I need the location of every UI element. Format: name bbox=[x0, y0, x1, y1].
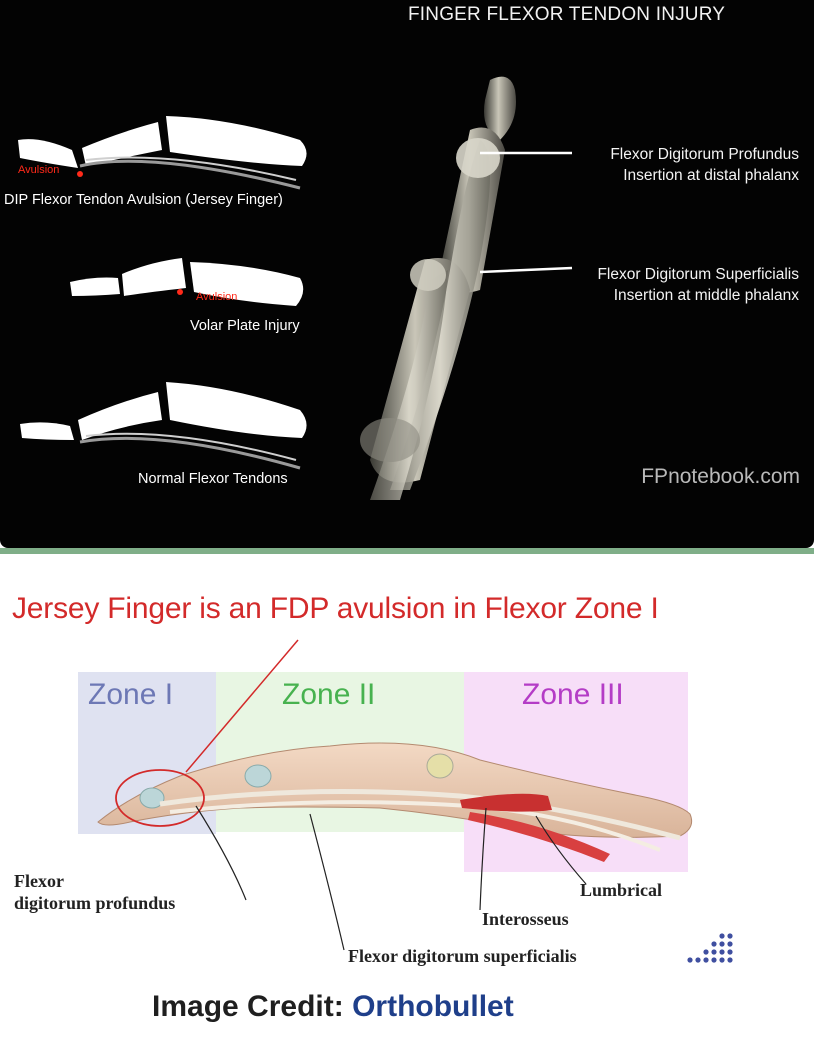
fds-callout-title: Flexor Digitorum Superficialis bbox=[597, 266, 799, 283]
image-credit-brand: Orthobullet bbox=[352, 990, 514, 1023]
fds-callout: Flexor Digitorum Superficialis Insertion… bbox=[597, 264, 799, 306]
avulsion-marker-2: Avulsion bbox=[196, 291, 238, 303]
zone-3-label: Zone III bbox=[522, 678, 624, 711]
fpnotebook-watermark: FPnotebook.com bbox=[641, 465, 800, 488]
panel-divider bbox=[0, 548, 814, 554]
zone-1-label: Zone I bbox=[88, 678, 174, 711]
finger-bone-diagrams bbox=[18, 116, 307, 470]
image-credit-prefix: Image Credit: bbox=[152, 990, 344, 1023]
fdp-callout: Flexor Digitorum Profundus Insertion at … bbox=[610, 144, 799, 186]
panel-title: FINGER FLEXOR TENDON INJURY bbox=[408, 4, 726, 25]
fdp-callout-subtitle: Insertion at distal phalanx bbox=[623, 167, 799, 184]
normal-tendons-caption: Normal Flexor Tendons bbox=[138, 471, 288, 487]
fdp-callout-title: Flexor Digitorum Profundus bbox=[610, 146, 799, 163]
dots-logo-icon bbox=[687, 933, 733, 963]
volar-plate-caption: Volar Plate Injury bbox=[190, 318, 300, 334]
fpnotebook-panel: FINGER FLEXOR TENDON INJURY Avulsion bbox=[0, 0, 814, 548]
jersey-finger-bones bbox=[18, 116, 307, 190]
normal-tendon-bones bbox=[20, 382, 307, 470]
avulsion-marker-1: Avulsion bbox=[18, 164, 60, 176]
fds-callout-subtitle: Insertion at middle phalanx bbox=[613, 287, 799, 304]
headline: Jersey Finger is an FDP avulsion in Flex… bbox=[12, 592, 659, 625]
finger-anatomy-illustration bbox=[97, 639, 693, 951]
fdp-label-line1: Flexor bbox=[14, 871, 64, 891]
fdp-label: Flexor digitorum profundus bbox=[14, 870, 175, 914]
fds-label: Flexor digitorum superficialis bbox=[348, 946, 577, 966]
callout-pointers bbox=[480, 151, 573, 274]
lumbrical-label: Lumbrical bbox=[580, 880, 663, 900]
finger-tendon-render bbox=[360, 76, 516, 500]
fdp-label-line2: digitorum profundus bbox=[14, 893, 176, 913]
jersey-finger-caption: DIP Flexor Tendon Avulsion (Jersey Finge… bbox=[4, 192, 283, 208]
image-credit: Image Credit: Orthobullet bbox=[152, 990, 514, 1024]
interosseus-label: Interosseus bbox=[482, 909, 569, 929]
volar-plate-bones bbox=[70, 258, 304, 306]
zone-2-label: Zone II bbox=[282, 678, 376, 711]
